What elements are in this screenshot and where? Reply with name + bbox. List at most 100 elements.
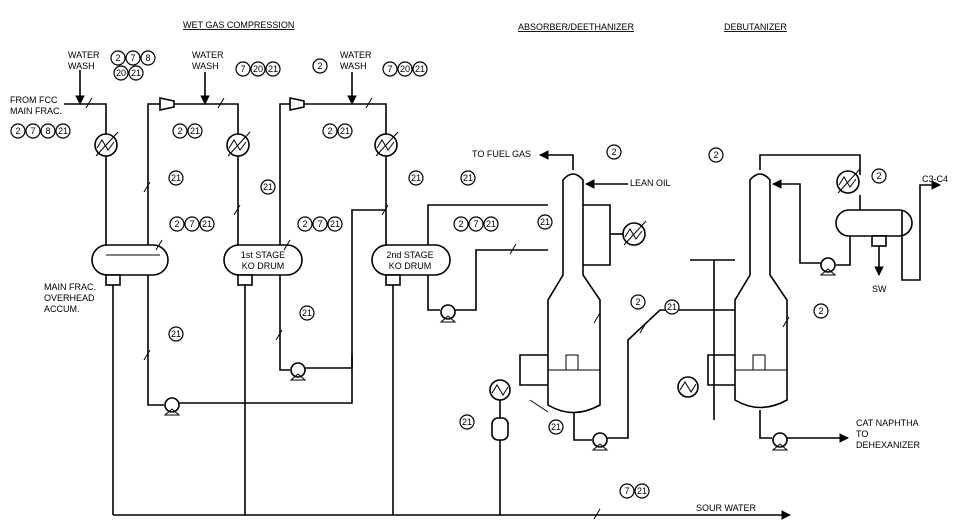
injection-point-4	[143, 349, 151, 361]
absorber-bottoms-to-debut	[607, 309, 735, 439]
compressor-1-discharge	[174, 103, 239, 245]
pump-4	[439, 304, 457, 323]
svg-text:2: 2	[302, 219, 307, 229]
stage1-label: 1st STAGE	[241, 250, 285, 260]
callout-cluster-10: 2 7 21	[297, 216, 343, 232]
debut-overhead	[759, 154, 861, 175]
c3c4-label: C3-C4	[922, 174, 948, 184]
svg-text:21: 21	[302, 308, 312, 318]
callout-cluster-8: 21 21 21 21	[168, 170, 476, 195]
svg-text:21: 21	[551, 422, 561, 432]
fuel-gas-label: TO FUEL GAS	[472, 149, 531, 159]
svg-text:21: 21	[637, 486, 647, 496]
callout-cluster-4: 2	[312, 58, 328, 74]
debut-reflux-drum	[835, 209, 913, 247]
svg-text:21: 21	[171, 173, 181, 183]
svg-text:21: 21	[340, 126, 350, 136]
svg-text:21: 21	[415, 64, 425, 74]
pump-1	[163, 397, 181, 416]
stage2-label: 2nd STAGE	[386, 250, 433, 260]
reboiler-drum	[491, 417, 509, 441]
svg-text:20: 20	[400, 64, 410, 74]
injection-point-13	[593, 312, 601, 324]
svg-text:21: 21	[190, 126, 200, 136]
sw-label: SW	[872, 284, 887, 294]
section-title-debutanizer: DEBUTANIZER	[724, 22, 787, 32]
water-wash-label-2: WATER	[192, 50, 224, 60]
injection-point-12	[639, 322, 647, 334]
svg-text:2: 2	[317, 61, 322, 71]
svg-text:2: 2	[327, 126, 332, 136]
injection-point-2	[217, 97, 225, 109]
svg-text:21: 21	[263, 182, 273, 192]
from-fcc-label: FROM FCC	[10, 95, 58, 105]
svg-text:7: 7	[317, 219, 322, 229]
debutanizer-column	[734, 173, 788, 409]
svg-text:21: 21	[411, 173, 421, 183]
pump-1-discharge	[179, 355, 353, 404]
svg-text:2: 2	[876, 171, 881, 181]
reboiler-return	[529, 399, 549, 413]
pump-6	[819, 257, 837, 276]
svg-text:2: 2	[177, 126, 182, 136]
debut-reboiler-loop	[707, 354, 735, 386]
callout-cluster-9: 2 7 21	[169, 216, 215, 232]
svg-text:21: 21	[131, 68, 141, 78]
ko2-liquid	[427, 275, 440, 311]
water-wash-label-3: WATER	[340, 50, 372, 60]
svg-text:20: 20	[116, 68, 126, 78]
first-stage-ko-drum	[223, 244, 303, 286]
reflux-return	[772, 179, 821, 264]
lean-oil-label: LEAN OIL	[630, 178, 671, 188]
svg-text:7: 7	[189, 219, 194, 229]
cat-naphtha-label-2: TO	[856, 429, 868, 439]
svg-text:2: 2	[115, 53, 120, 63]
svg-text:7: 7	[473, 219, 478, 229]
pump-2	[289, 362, 307, 381]
reflux-to-pump	[836, 236, 851, 266]
injection-point-8	[381, 204, 389, 216]
svg-text:8: 8	[45, 126, 50, 136]
compressor-1	[159, 97, 175, 111]
injection-point-absorber	[509, 243, 517, 255]
water-wash-label-3b: WASH	[340, 61, 367, 71]
main-frac-label-2: OVERHEAD	[44, 293, 95, 303]
svg-text:7: 7	[30, 126, 35, 136]
svg-text:21: 21	[268, 64, 278, 74]
injection-point-14	[782, 316, 790, 328]
sour-water-label: SOUR WATER	[696, 503, 756, 513]
pump-2-discharge	[305, 209, 386, 369]
absorber-bottoms	[573, 412, 592, 441]
svg-text:21: 21	[463, 173, 473, 183]
from-fcc-label-2: MAIN FRAC.	[10, 106, 62, 116]
svg-text:7: 7	[624, 486, 629, 496]
cat-naphtha-label-3: DEHEXANIZER	[856, 440, 921, 450]
svg-text:2: 2	[818, 306, 823, 316]
svg-text:2: 2	[15, 126, 20, 136]
debut-condenser	[836, 168, 861, 194]
pump-7	[771, 432, 789, 451]
c3c4-line	[901, 180, 941, 281]
main-frac-accumulator	[91, 244, 169, 286]
water-wash-label-2b: WASH	[192, 61, 219, 71]
absorber-reboiler	[489, 379, 511, 401]
svg-text:21: 21	[171, 329, 181, 339]
svg-text:2: 2	[458, 219, 463, 229]
main-frac-label-1: MAIN FRAC.	[44, 282, 96, 292]
svg-text:20: 20	[253, 64, 263, 74]
svg-text:2: 2	[635, 297, 640, 307]
svg-text:7: 7	[387, 64, 392, 74]
compressor-2-discharge	[304, 103, 387, 245]
svg-text:21: 21	[462, 417, 472, 427]
svg-text:2: 2	[611, 147, 616, 157]
section-title-absorber: ABSORBER/DEETHANIZER	[518, 22, 635, 32]
gas-line-2	[279, 103, 290, 245]
callout-cluster-1: 2 7 8 20 21	[110, 50, 156, 81]
svg-text:8: 8	[145, 53, 150, 63]
injection-point-10	[283, 239, 291, 251]
cooler-2	[226, 131, 251, 157]
svg-text:21: 21	[330, 219, 340, 229]
injection-point-6	[143, 181, 151, 193]
cooler-3	[374, 131, 399, 157]
